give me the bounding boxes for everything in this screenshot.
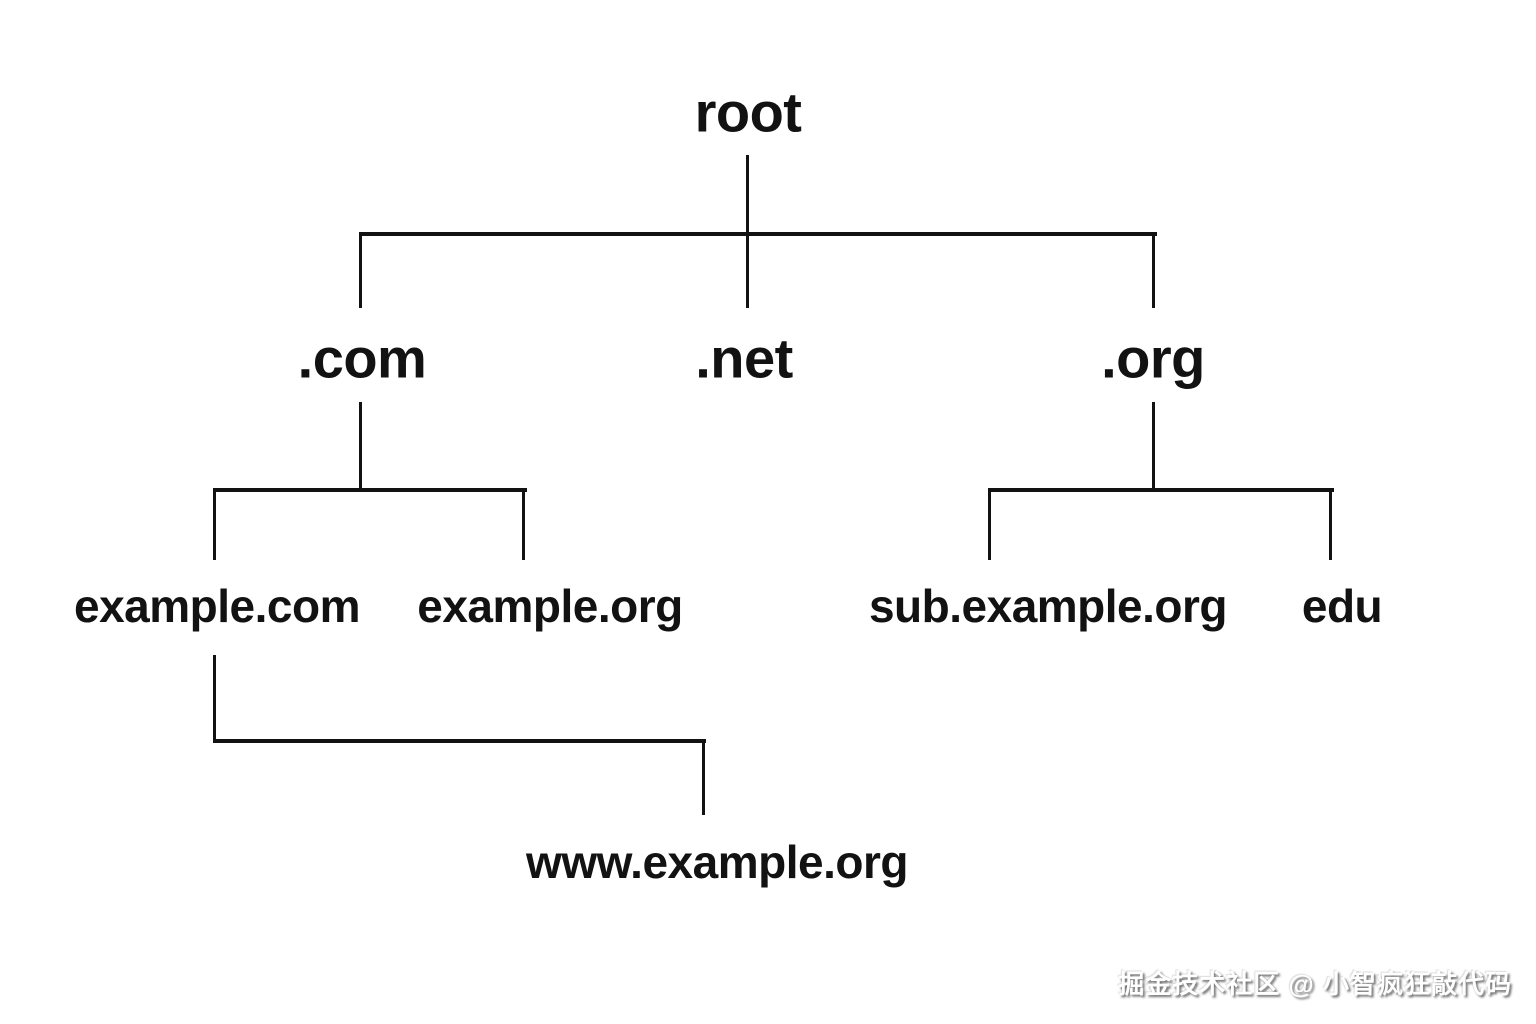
connector-sub-example-org-drop — [988, 488, 991, 560]
connector-org-subtree-drop — [1152, 402, 1155, 488]
node-edu: edu — [1301, 580, 1383, 632]
node-sub-example-org: sub.example.org — [868, 580, 1228, 632]
node-example-com: example.com — [74, 580, 360, 632]
connector-com-subtree-drop — [359, 402, 362, 488]
watermark-text: 掘金技术社区 @ 小智疯狂敲代码 — [1118, 969, 1512, 999]
connector-com-subtree-bar — [213, 488, 527, 492]
connector-org-subtree-bar — [988, 488, 1334, 492]
node-www-example-org: www.example.org — [526, 836, 908, 888]
node-net: .net — [695, 326, 793, 390]
connector-example-com-drop — [213, 488, 216, 560]
node-org: .org — [1101, 326, 1205, 390]
node-example-org: example.org — [417, 580, 683, 632]
connector-level1-bar — [360, 232, 1157, 236]
connector-root-drop — [746, 155, 749, 236]
node-com: .com — [297, 326, 427, 390]
connector-example-org-drop — [522, 488, 525, 560]
connector-www-elbow-across — [213, 739, 706, 743]
connector-www-elbow-down1 — [213, 655, 216, 743]
connector-edu-drop — [1329, 488, 1332, 560]
node-root: root — [694, 80, 802, 144]
connector-www-elbow-down2 — [702, 739, 705, 815]
connector-net-drop — [746, 236, 749, 308]
connector-org-drop — [1152, 232, 1155, 308]
connector-com-drop — [359, 232, 362, 308]
